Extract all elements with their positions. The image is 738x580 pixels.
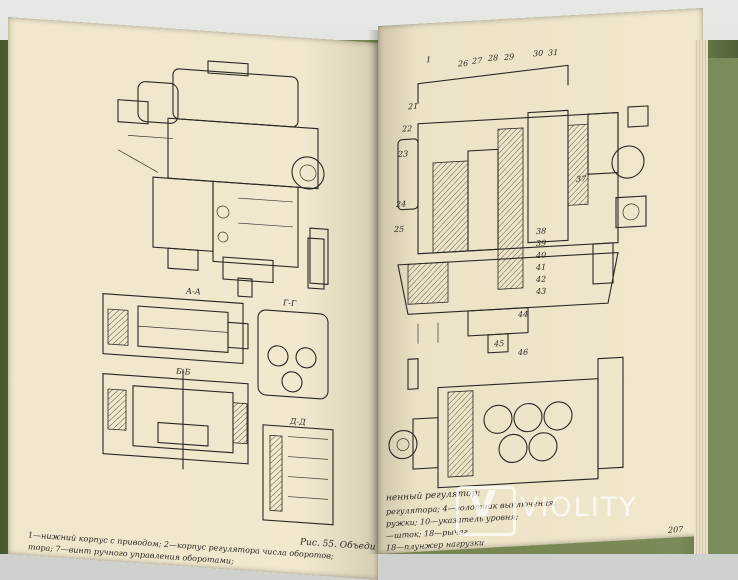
part-number-1: 1 (426, 55, 432, 65)
section-a-a (102, 293, 249, 365)
part-number-29: 29 (504, 52, 515, 62)
technical-drawing-right (388, 64, 649, 489)
section-b-b (102, 369, 249, 470)
part-number-28: 28 (488, 53, 499, 63)
left-page: А-А Г-Г Б-Б Д-Д Рис. 55. Объеди 1—нижний… (8, 17, 378, 580)
part-number-37: 37 (576, 174, 587, 184)
part-number-38: 38 (536, 226, 547, 237)
page-stack-edge (694, 40, 708, 554)
part-number-31: 31 (548, 47, 559, 58)
part-number-44: 44 (518, 309, 529, 320)
right-page: 1 26 27 28 29 30 31 21 22 23 24 25 37 38… (378, 7, 703, 555)
book-cover-edge (706, 58, 738, 554)
part-number-27: 27 (472, 56, 483, 66)
technical-drawing-left (102, 60, 334, 526)
view-label-dd: Д-Д (290, 416, 306, 427)
upper-cross-section (397, 64, 649, 354)
part-number-24: 24 (396, 199, 407, 209)
part-number-43: 43 (536, 286, 547, 297)
view-label-aa: А-А (186, 286, 201, 297)
watermark-logo-box (456, 486, 516, 536)
main-assembly-view (117, 60, 325, 298)
section-d-d (262, 424, 334, 526)
section-g-g (257, 227, 329, 400)
part-number-26: 26 (458, 58, 469, 69)
part-number-41: 41 (536, 262, 547, 273)
part-number-25: 25 (394, 224, 405, 235)
watermark-text: VIOLITY (520, 492, 638, 523)
view-label-gg: Г-Г (283, 298, 297, 309)
view-label-bb: Б-Б (176, 366, 191, 377)
part-number-46: 46 (518, 347, 529, 358)
lower-view (388, 356, 624, 489)
part-number-23: 23 (398, 149, 409, 159)
part-number-42: 42 (536, 274, 547, 285)
part-number-30: 30 (533, 48, 544, 59)
part-number-40: 40 (536, 250, 547, 261)
part-number-22: 22 (402, 124, 413, 134)
part-number-39: 39 (536, 238, 547, 249)
watermark-logo: V (468, 484, 496, 525)
page-number: 207 (668, 524, 684, 535)
part-number-21: 21 (408, 101, 419, 112)
part-number-45: 45 (494, 338, 505, 349)
